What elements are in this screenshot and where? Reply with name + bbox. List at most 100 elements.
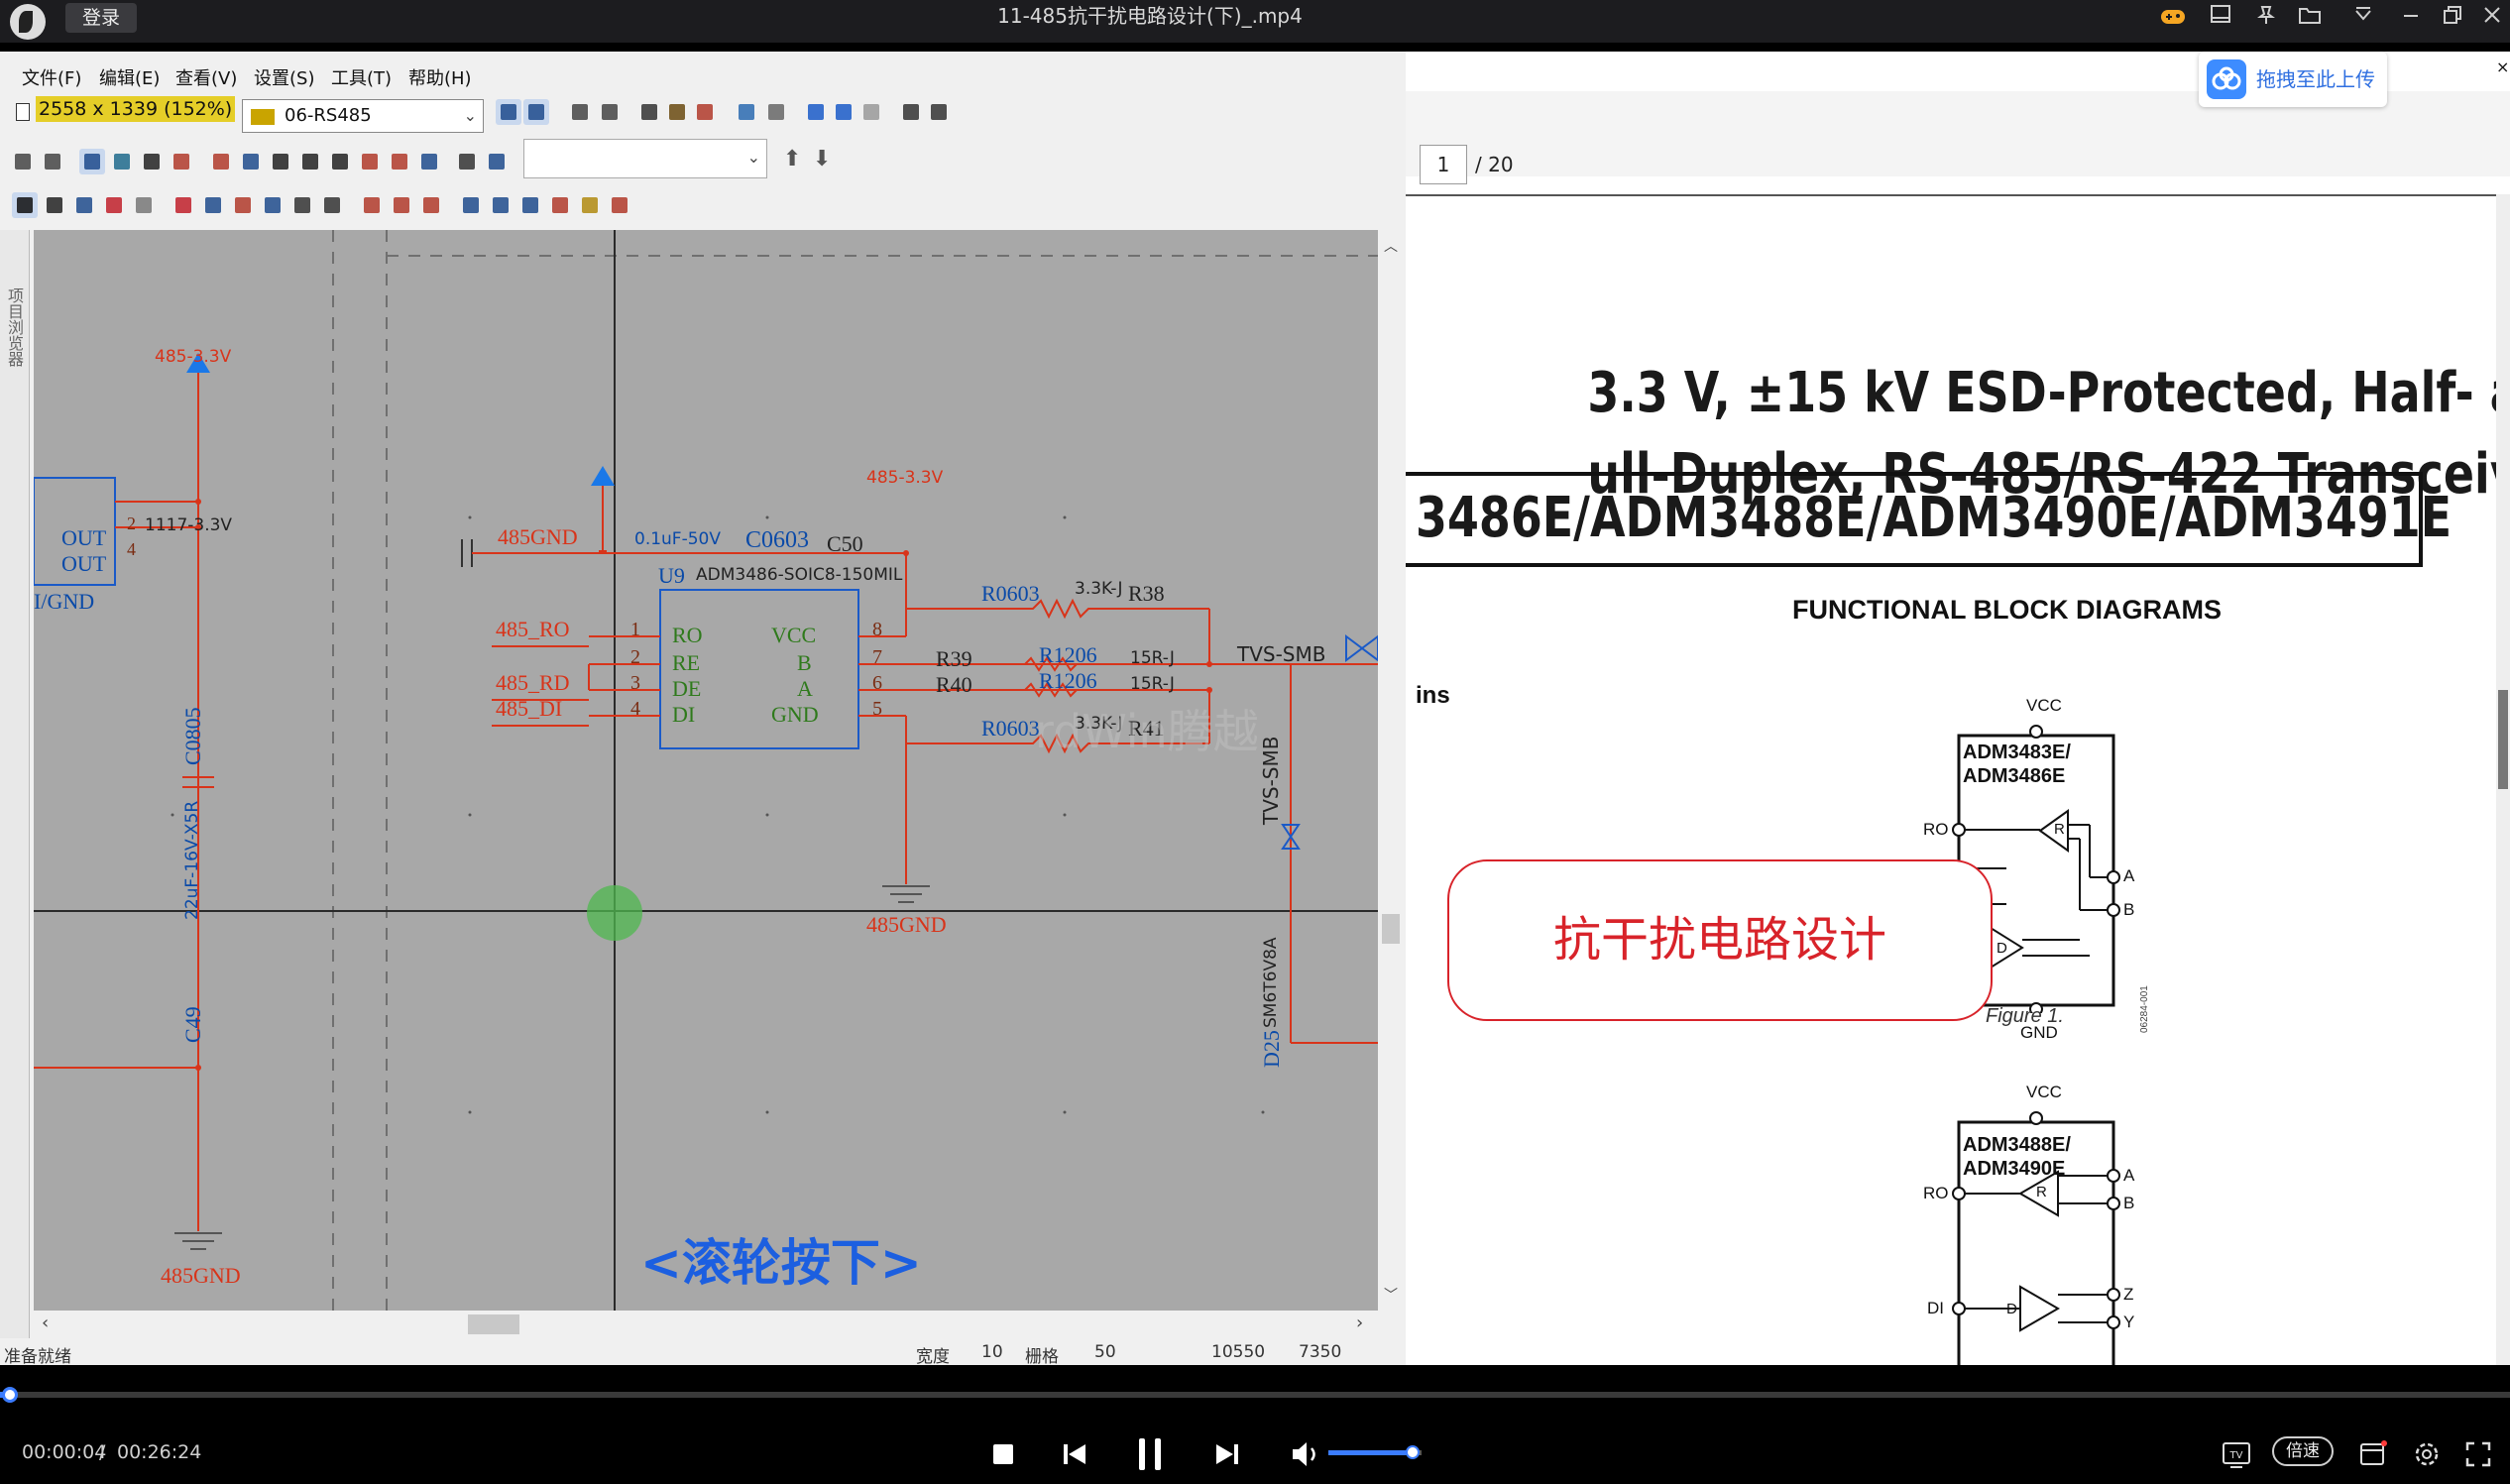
speed-button[interactable]: 倍速 [2272,1436,2334,1466]
canvas-horizontal-scrollbar[interactable]: ‹ › [34,1311,1378,1338]
no-connect-icon[interactable] [357,149,383,174]
ground-icon[interactable] [297,149,323,174]
menu-tools[interactable]: 工具(T) [331,68,393,89]
menu-file[interactable]: 文件(F) [22,68,82,89]
undo-icon[interactable] [567,99,593,125]
table-icon[interactable] [547,192,573,218]
group-icon[interactable] [260,192,285,218]
next-icon[interactable] [1207,1434,1247,1474]
canvas-vertical-scrollbar[interactable]: ︿ ﹀ [1378,230,1404,1311]
ellipse-icon[interactable] [238,149,264,174]
move-icon[interactable] [42,192,67,218]
copy-icon[interactable] [858,99,884,125]
menu-edit[interactable]: 编辑(E) [99,68,161,89]
previous-icon[interactable] [1055,1434,1094,1474]
close-icon[interactable] [2478,4,2506,30]
drag-icon[interactable] [71,192,97,218]
mirror-icon[interactable] [200,192,226,218]
video-frame[interactable]: 文件(F) 编辑(E) 查看(V) 设置(S) 工具(T) 帮助(H) 2558… [0,52,2510,1365]
net-filter-select[interactable]: ⌄ [523,139,767,178]
align-icon[interactable] [230,192,256,218]
chevron-down-icon[interactable]: ﹀ [1384,1288,1398,1304]
pin-icon[interactable] [2252,4,2280,30]
pins-heading-fragment: ins [1416,682,1450,709]
window-icon[interactable] [2207,4,2234,30]
wave-icon[interactable] [831,99,856,125]
tv-icon[interactable]: TV [2217,1434,2256,1474]
redo-icon[interactable] [597,99,623,125]
sheet-icon[interactable] [416,149,442,174]
add-pin-icon[interactable] [359,192,385,218]
undo-step-icon[interactable] [458,192,484,218]
folder-icon[interactable] [2296,4,2324,30]
annotate-icon[interactable] [319,192,345,218]
library-icon[interactable] [577,192,603,218]
arrow-down-icon[interactable]: ⬇ [813,147,832,171]
junction-icon[interactable] [208,149,234,174]
ungroup-icon[interactable] [289,192,315,218]
delete-icon[interactable] [101,192,127,218]
layer-icon[interactable] [803,99,829,125]
rotate-icon[interactable] [171,192,196,218]
text-icon[interactable] [484,149,510,174]
pause-icon[interactable] [1130,1434,1170,1474]
login-button[interactable]: 登录 [65,3,137,33]
stop-icon[interactable] [983,1434,1023,1474]
dropdown-icon[interactable] [2349,4,2377,30]
chevron-left-icon[interactable]: ‹ [42,1313,50,1333]
bus-icon[interactable] [169,149,194,174]
close-panel-icon[interactable]: × [2496,57,2510,76]
check-icon[interactable] [488,192,513,218]
chevron-right-icon[interactable]: › [1356,1313,1364,1333]
arrow-up-icon[interactable]: ⬆ [783,147,802,171]
cross-icon[interactable] [387,149,412,174]
check-all-icon[interactable] [517,192,543,218]
restore-icon[interactable] [2439,4,2466,30]
line-icon[interactable] [454,149,480,174]
progress-track[interactable] [0,1392,2510,1398]
zoom-fit-icon[interactable] [664,99,690,125]
net-label-icon[interactable] [327,149,353,174]
power-icon[interactable] [268,149,293,174]
place-port-icon[interactable] [40,149,65,174]
add-star-icon[interactable] [418,192,444,218]
project-browser-tab[interactable] [0,230,30,1360]
new-document-icon[interactable] [16,103,30,121]
wire-icon[interactable] [139,149,165,174]
vertical-scroll-thumb[interactable] [1382,914,1400,944]
schematic-canvas[interactable]: 485-3.3V 485-3.3V 1117-3.3V 2 4 OUT OUT … [34,230,1378,1311]
volume-knob[interactable] [1405,1445,1420,1459]
add-wire-icon[interactable] [389,192,414,218]
netlist-icon[interactable] [734,99,759,125]
search-icon[interactable] [636,99,662,125]
game-controller-icon[interactable] [2159,4,2187,30]
print-icon[interactable] [763,99,789,125]
page-number-input[interactable]: 1 [1420,145,1467,184]
select-area-button[interactable] [523,99,549,125]
menu-view[interactable]: 查看(V) [175,68,238,89]
export-icon[interactable] [898,99,924,125]
duplicate-icon[interactable] [131,192,157,218]
place-part-icon[interactable] [10,149,36,174]
pdf-vertical-scrollbar[interactable] [2496,194,2510,1365]
pointer-icon[interactable] [12,192,38,218]
horizontal-scroll-thumb[interactable] [468,1314,519,1334]
panel-icon[interactable] [926,99,952,125]
playlist-icon[interactable] [2353,1434,2393,1474]
highlight-icon[interactable] [692,99,718,125]
volume-icon[interactable] [1287,1434,1326,1474]
menu-settings[interactable]: 设置(S) [254,68,315,89]
minimize-icon[interactable] [2397,4,2425,30]
select-tool-button[interactable] [496,99,521,125]
settings-icon[interactable] [2407,1434,2447,1474]
arrow-right-icon[interactable] [109,149,135,174]
plugin-icon[interactable] [607,192,632,218]
chip-icon[interactable] [79,149,105,174]
pdf-scroll-thumb[interactable] [2498,690,2508,789]
menu-help[interactable]: 帮助(H) [408,68,472,89]
progress-knob[interactable] [2,1387,18,1403]
chevron-up-icon[interactable]: ︿ [1384,239,1398,255]
layer-select[interactable]: 06-RS485 ⌄ [242,99,484,133]
fullscreen-icon[interactable] [2458,1434,2498,1474]
drag-upload-button[interactable]: 拖拽至此上传 [2199,52,2387,107]
